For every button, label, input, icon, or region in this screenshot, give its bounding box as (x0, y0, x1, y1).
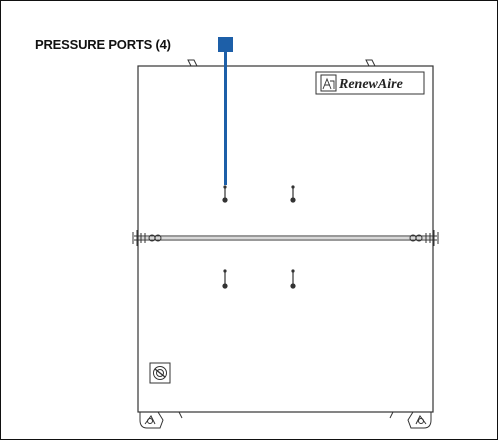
callout-leader (218, 37, 233, 185)
brand-logo: RenewAire (315, 71, 425, 95)
lifting-tabs (187, 59, 376, 67)
bottom-latches (139, 411, 432, 429)
callout-marker (218, 37, 233, 52)
brand-logo-text: RenewAire (338, 77, 403, 92)
pressure-port (222, 269, 228, 289)
pressure-ports (222, 185, 296, 289)
divider-rail (132, 230, 439, 246)
electrical-knockout (149, 362, 171, 384)
pressure-port (290, 269, 296, 289)
cabinet-body (137, 65, 434, 413)
pressure-port (222, 185, 228, 203)
callout-label: PRESSURE PORTS (4) (35, 37, 171, 52)
pressure-port (290, 185, 296, 203)
